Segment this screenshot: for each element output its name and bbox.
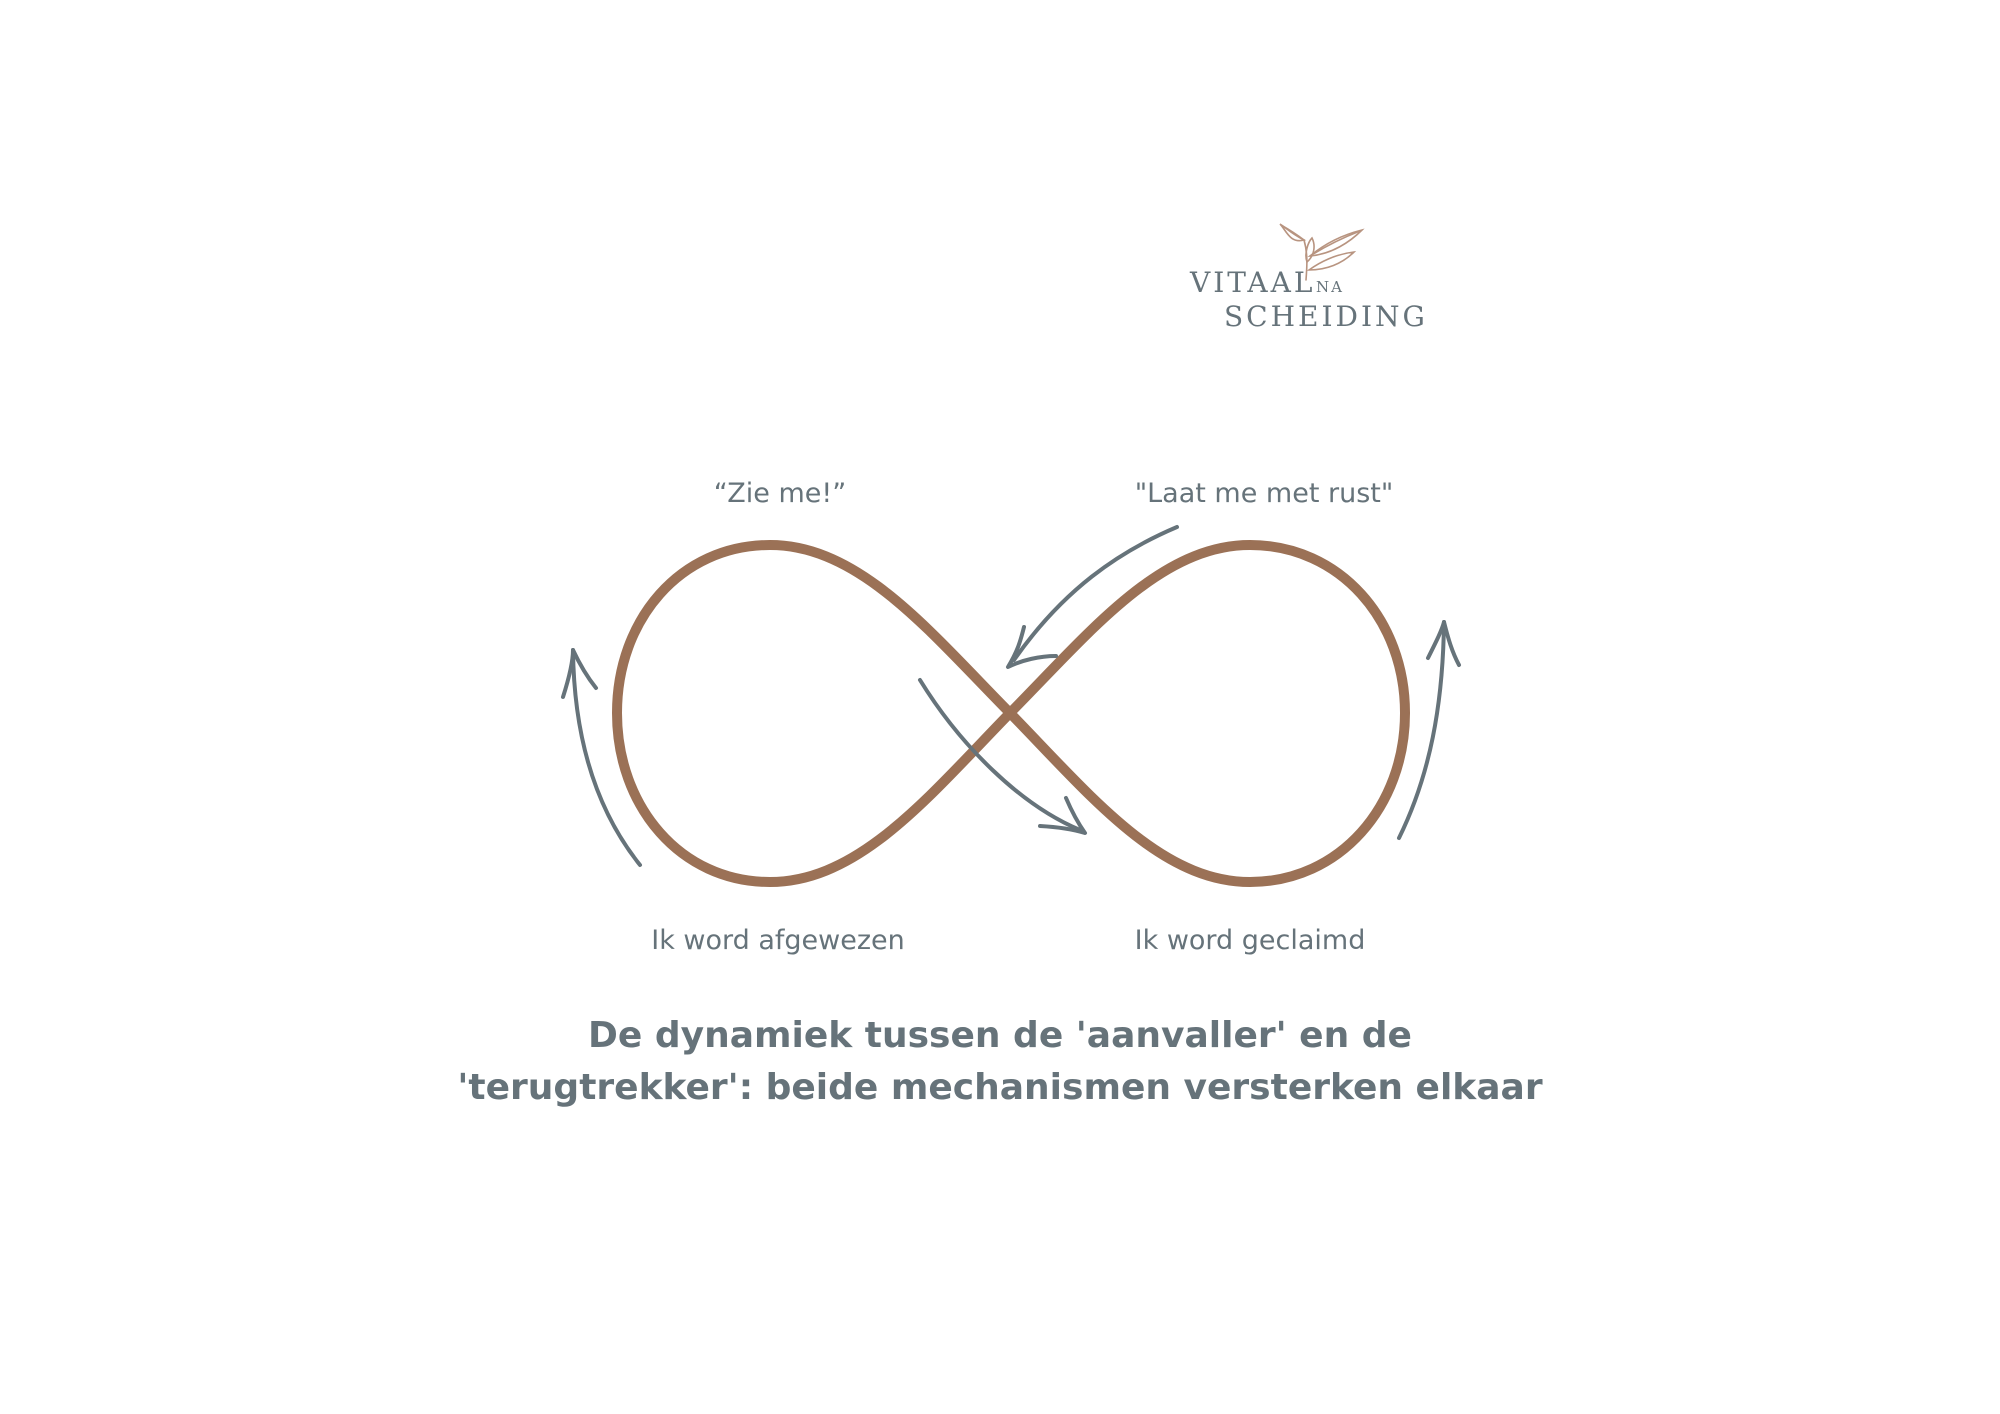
arrow-right-up xyxy=(1397,620,1446,840)
label-ik-word-afgewezen: Ik word afgewezen xyxy=(651,925,905,956)
logo-text-na: NA xyxy=(1316,278,1344,296)
arrow-center xyxy=(918,678,1082,832)
leaves-icon xyxy=(1279,223,1365,281)
diagram-caption: De dynamiek tussen de 'aanvaller' en de … xyxy=(0,1010,2000,1114)
arrow-center-head xyxy=(1038,796,1087,835)
arrow-top-right-head xyxy=(1006,625,1058,669)
label-ik-word-geclaimd: Ik word geclaimd xyxy=(1134,925,1366,956)
label-laat-me-met-rust: "Laat me met rust" xyxy=(1134,478,1394,509)
infinity-loop xyxy=(612,540,1410,887)
logo-text-vitaal: VITAAL xyxy=(1190,266,1316,299)
caption-line-2: 'terugtrekker': beide mechanismen verste… xyxy=(457,1067,1543,1108)
caption-line-1: De dynamiek tussen de 'aanvaller' en de xyxy=(588,1015,1412,1056)
label-zie-me: “Zie me!” xyxy=(713,478,847,509)
arrow-left-up xyxy=(571,648,642,867)
arrow-left-up-head xyxy=(561,648,598,699)
arrow-right-up-head xyxy=(1426,620,1461,667)
brand-logo: VITAAL NA SCHEIDING xyxy=(1190,222,1430,342)
arrow-top-right xyxy=(1012,525,1179,662)
logo-text-scheiding: SCHEIDING xyxy=(1224,300,1428,333)
